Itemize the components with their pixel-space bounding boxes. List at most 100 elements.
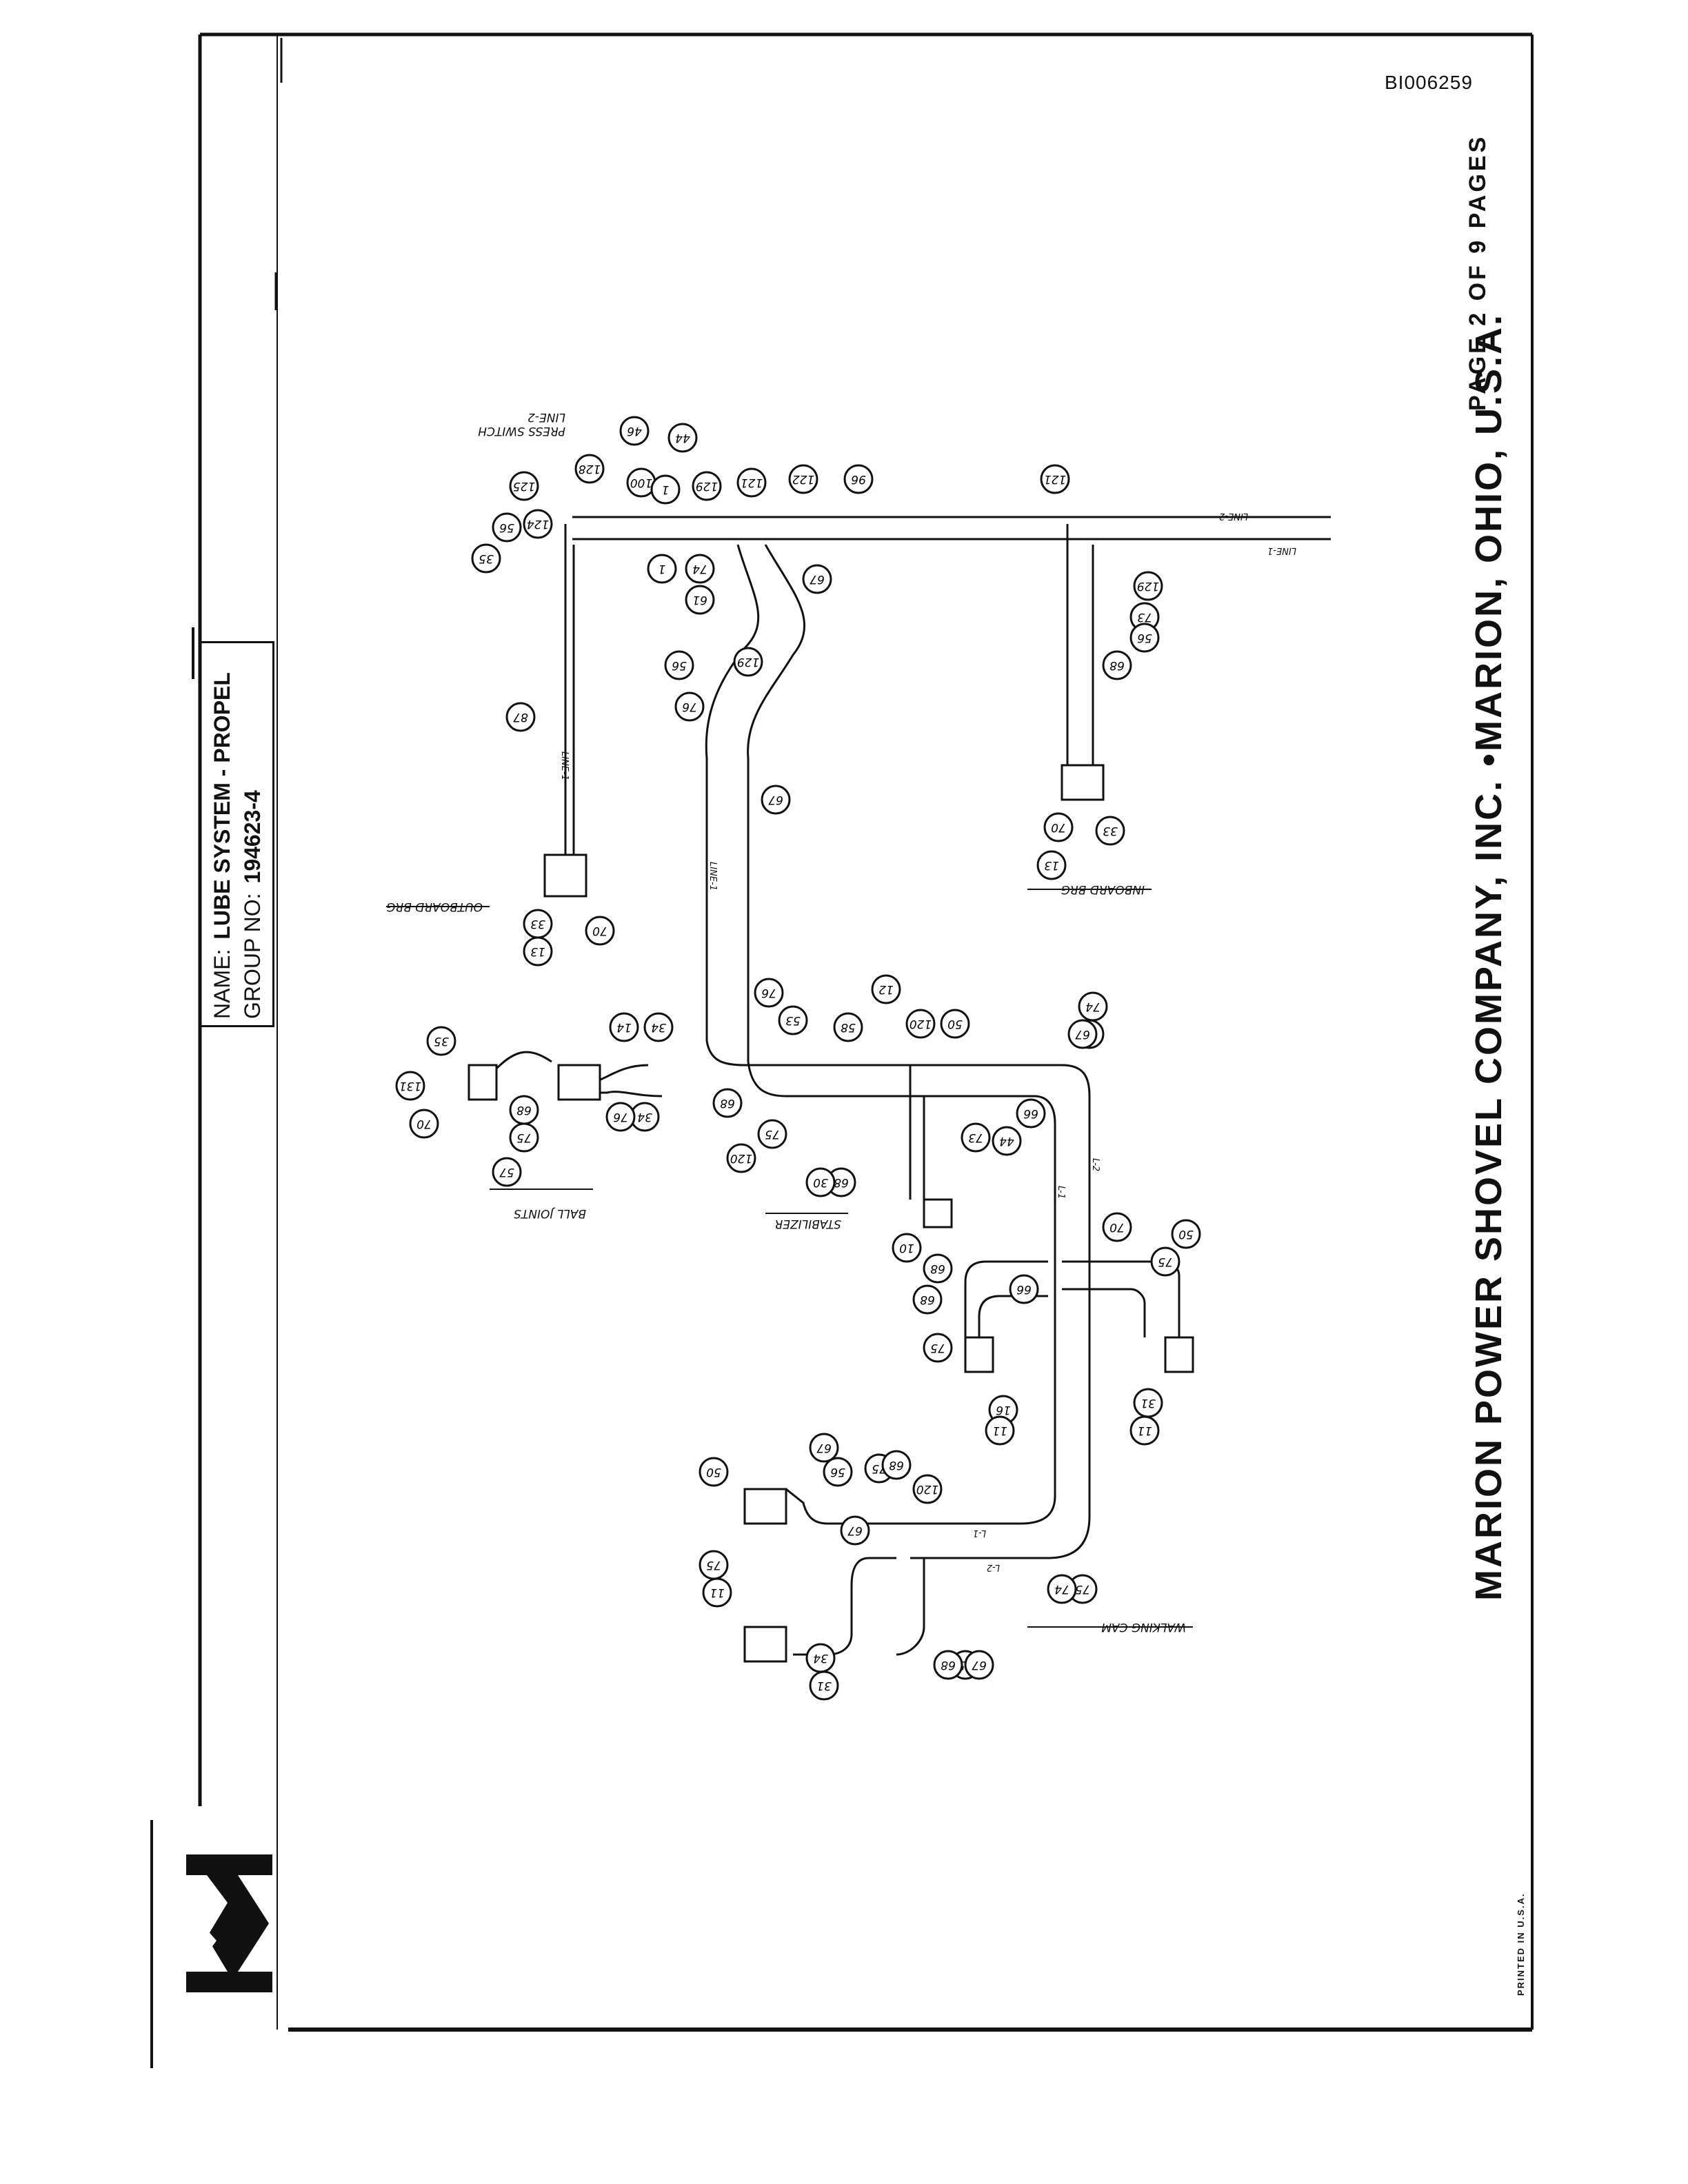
callout-number: 67 <box>810 572 825 586</box>
callout-bubble: 76 <box>674 691 705 722</box>
callout-number: 75 <box>706 1558 721 1572</box>
callout-number: 44 <box>999 1134 1014 1148</box>
line-label-line-1: LINE-1 <box>1267 545 1296 556</box>
callout-number: 75 <box>1075 1582 1090 1596</box>
line-label-line-1-c: LINE-1 <box>707 862 718 891</box>
callout-bubble: 46 <box>619 416 650 446</box>
callout-number: 68 <box>930 1262 945 1275</box>
callout-bubble: 1 <box>647 554 677 584</box>
callout-bubble: 129 <box>692 471 722 501</box>
callout-number: 58 <box>841 1020 856 1034</box>
callout-number: 66 <box>1023 1106 1038 1120</box>
callout-number: 121 <box>1044 472 1066 486</box>
callout-number: 53 <box>785 1013 801 1027</box>
callout-bubble: 121 <box>736 467 767 498</box>
callout-number: 75 <box>516 1131 532 1144</box>
callout-number: 68 <box>516 1103 532 1117</box>
callout-number: 56 <box>1137 631 1152 645</box>
callout-bubble: 70 <box>409 1109 439 1139</box>
callout-number: 56 <box>830 1465 845 1479</box>
callout-number: 128 <box>579 462 601 476</box>
callout-bubble: 56 <box>664 650 694 680</box>
callout-bubble: 13 <box>523 936 553 967</box>
callout-number: 1 <box>662 483 670 496</box>
callout-number: 125 <box>513 479 535 493</box>
callout-bubble: 67 <box>964 1650 994 1680</box>
line-label-l-2: L-2 <box>1090 1158 1101 1171</box>
callout-number: 33 <box>530 917 545 931</box>
callout-number: 100 <box>630 476 652 489</box>
callout-bubble: 68 <box>923 1253 953 1284</box>
callout-bubble: 57 <box>492 1157 522 1187</box>
callout-number: 11 <box>992 1424 1007 1437</box>
callout-number: 120 <box>910 1017 932 1031</box>
callout-number: 12 <box>878 982 894 996</box>
ball-joints-block-b <box>468 1064 498 1101</box>
callout-number: 46 <box>627 424 642 438</box>
callout-number: 56 <box>499 520 514 534</box>
callout-bubble: 31 <box>1133 1388 1163 1418</box>
callout-number: 33 <box>1103 824 1118 838</box>
callout-bubble: 34 <box>630 1102 660 1132</box>
label-stabilizer: STABILIZER <box>774 1217 841 1231</box>
callout-bubble: 1 <box>650 474 681 505</box>
callout-bubble: 67 <box>809 1433 839 1463</box>
callout-bubble: 75 <box>1150 1246 1180 1277</box>
callout-bubble: 131 <box>395 1071 425 1101</box>
callout-bubble: 34 <box>805 1643 836 1673</box>
callout-bubble: 67 <box>1067 1019 1098 1049</box>
callout-number: 74 <box>1085 1000 1101 1013</box>
drawing-frame <box>150 32 1534 2068</box>
callout-number: 73 <box>968 1131 983 1144</box>
line-label-l-1: L-1 <box>1056 1186 1066 1199</box>
walking-cam-block-b <box>743 1626 787 1663</box>
callout-number: 56 <box>672 658 687 672</box>
callout-bubble: 68 <box>912 1284 943 1315</box>
callout-bubble: 129 <box>1133 571 1163 601</box>
callout-number: 11 <box>710 1586 725 1599</box>
callout-bubble: 13 <box>1036 850 1067 880</box>
callout-number: 74 <box>692 562 707 576</box>
callout-number: 68 <box>889 1458 904 1472</box>
callout-bubble: 74 <box>1047 1574 1077 1604</box>
callout-number: 96 <box>851 472 866 486</box>
callout-number: 34 <box>637 1110 652 1124</box>
callout-bubble: 68 <box>826 1167 856 1197</box>
label-line-2-top: LINE-2 <box>528 410 565 424</box>
walking-block-a <box>964 1336 994 1373</box>
callout-bubble: 33 <box>523 909 553 939</box>
callout-number: 68 <box>720 1096 735 1110</box>
section-labels: PRESS SWITCH LINE-2 OUTBOARD BRG INBOARD… <box>386 410 1193 1634</box>
callout-bubble: 75 <box>923 1333 953 1363</box>
callout-number: 120 <box>916 1482 938 1496</box>
callout-bubble: 120 <box>905 1009 936 1039</box>
callout-number: 13 <box>1044 858 1059 872</box>
callout-number: 13 <box>530 944 545 958</box>
callout-bubble: 100 <box>626 467 656 498</box>
callout-number: 76 <box>761 986 776 1000</box>
line-labels: LINE-2 LINE-1 LINE-1 LINE-1 L-1 L-2 L-1 … <box>559 511 1296 1573</box>
callout-number: 1 <box>659 562 666 576</box>
callout-bubble: 11 <box>985 1415 1015 1446</box>
callout-bubble: 33 <box>1095 816 1125 846</box>
callout-bubble: 44 <box>667 423 698 453</box>
marion-m-logo <box>186 1854 272 1992</box>
callout-number: 35 <box>434 1034 449 1048</box>
callout-number: 75 <box>1158 1255 1173 1268</box>
line-label-line-1-b: LINE-1 <box>559 751 570 780</box>
callout-bubble: 35 <box>426 1026 456 1056</box>
callout-bubble: 53 <box>778 1005 808 1035</box>
callout-number: 70 <box>416 1117 432 1131</box>
callout-bubble: 125 <box>509 471 539 501</box>
callout-bubble: 76 <box>754 978 784 1008</box>
callout-bubble: 74 <box>685 554 715 584</box>
callout-number: 44 <box>675 431 690 445</box>
callout-bubble: 56 <box>492 512 522 543</box>
callout-number: 67 <box>768 793 783 807</box>
callout-number: 70 <box>1051 820 1066 834</box>
callout-number: 50 <box>947 1017 963 1031</box>
callout-number: 73 <box>1137 610 1152 624</box>
callout-bubble: 120 <box>912 1474 943 1504</box>
callout-bubble: 10 <box>892 1233 922 1263</box>
